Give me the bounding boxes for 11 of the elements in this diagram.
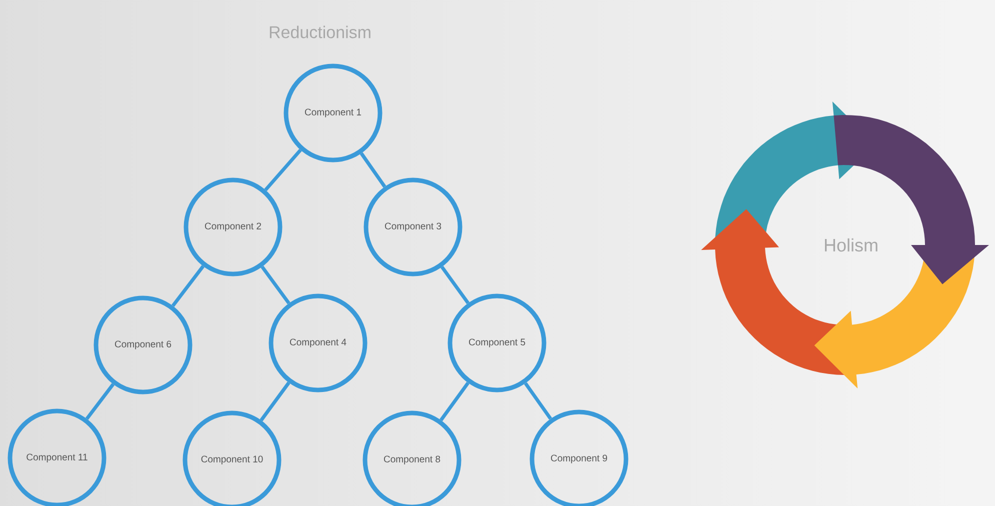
center-label: Holism — [824, 238, 878, 252]
connector-line — [360, 152, 386, 188]
heading: Reductionism — [270, 26, 370, 38]
connector-line — [524, 382, 552, 420]
connector-line — [260, 266, 290, 304]
connector-line — [171, 265, 205, 307]
connector-line — [440, 382, 470, 422]
connector-line — [260, 382, 290, 422]
connector-line — [85, 383, 115, 420]
connector-line — [264, 148, 302, 192]
connector-line — [440, 266, 470, 304]
